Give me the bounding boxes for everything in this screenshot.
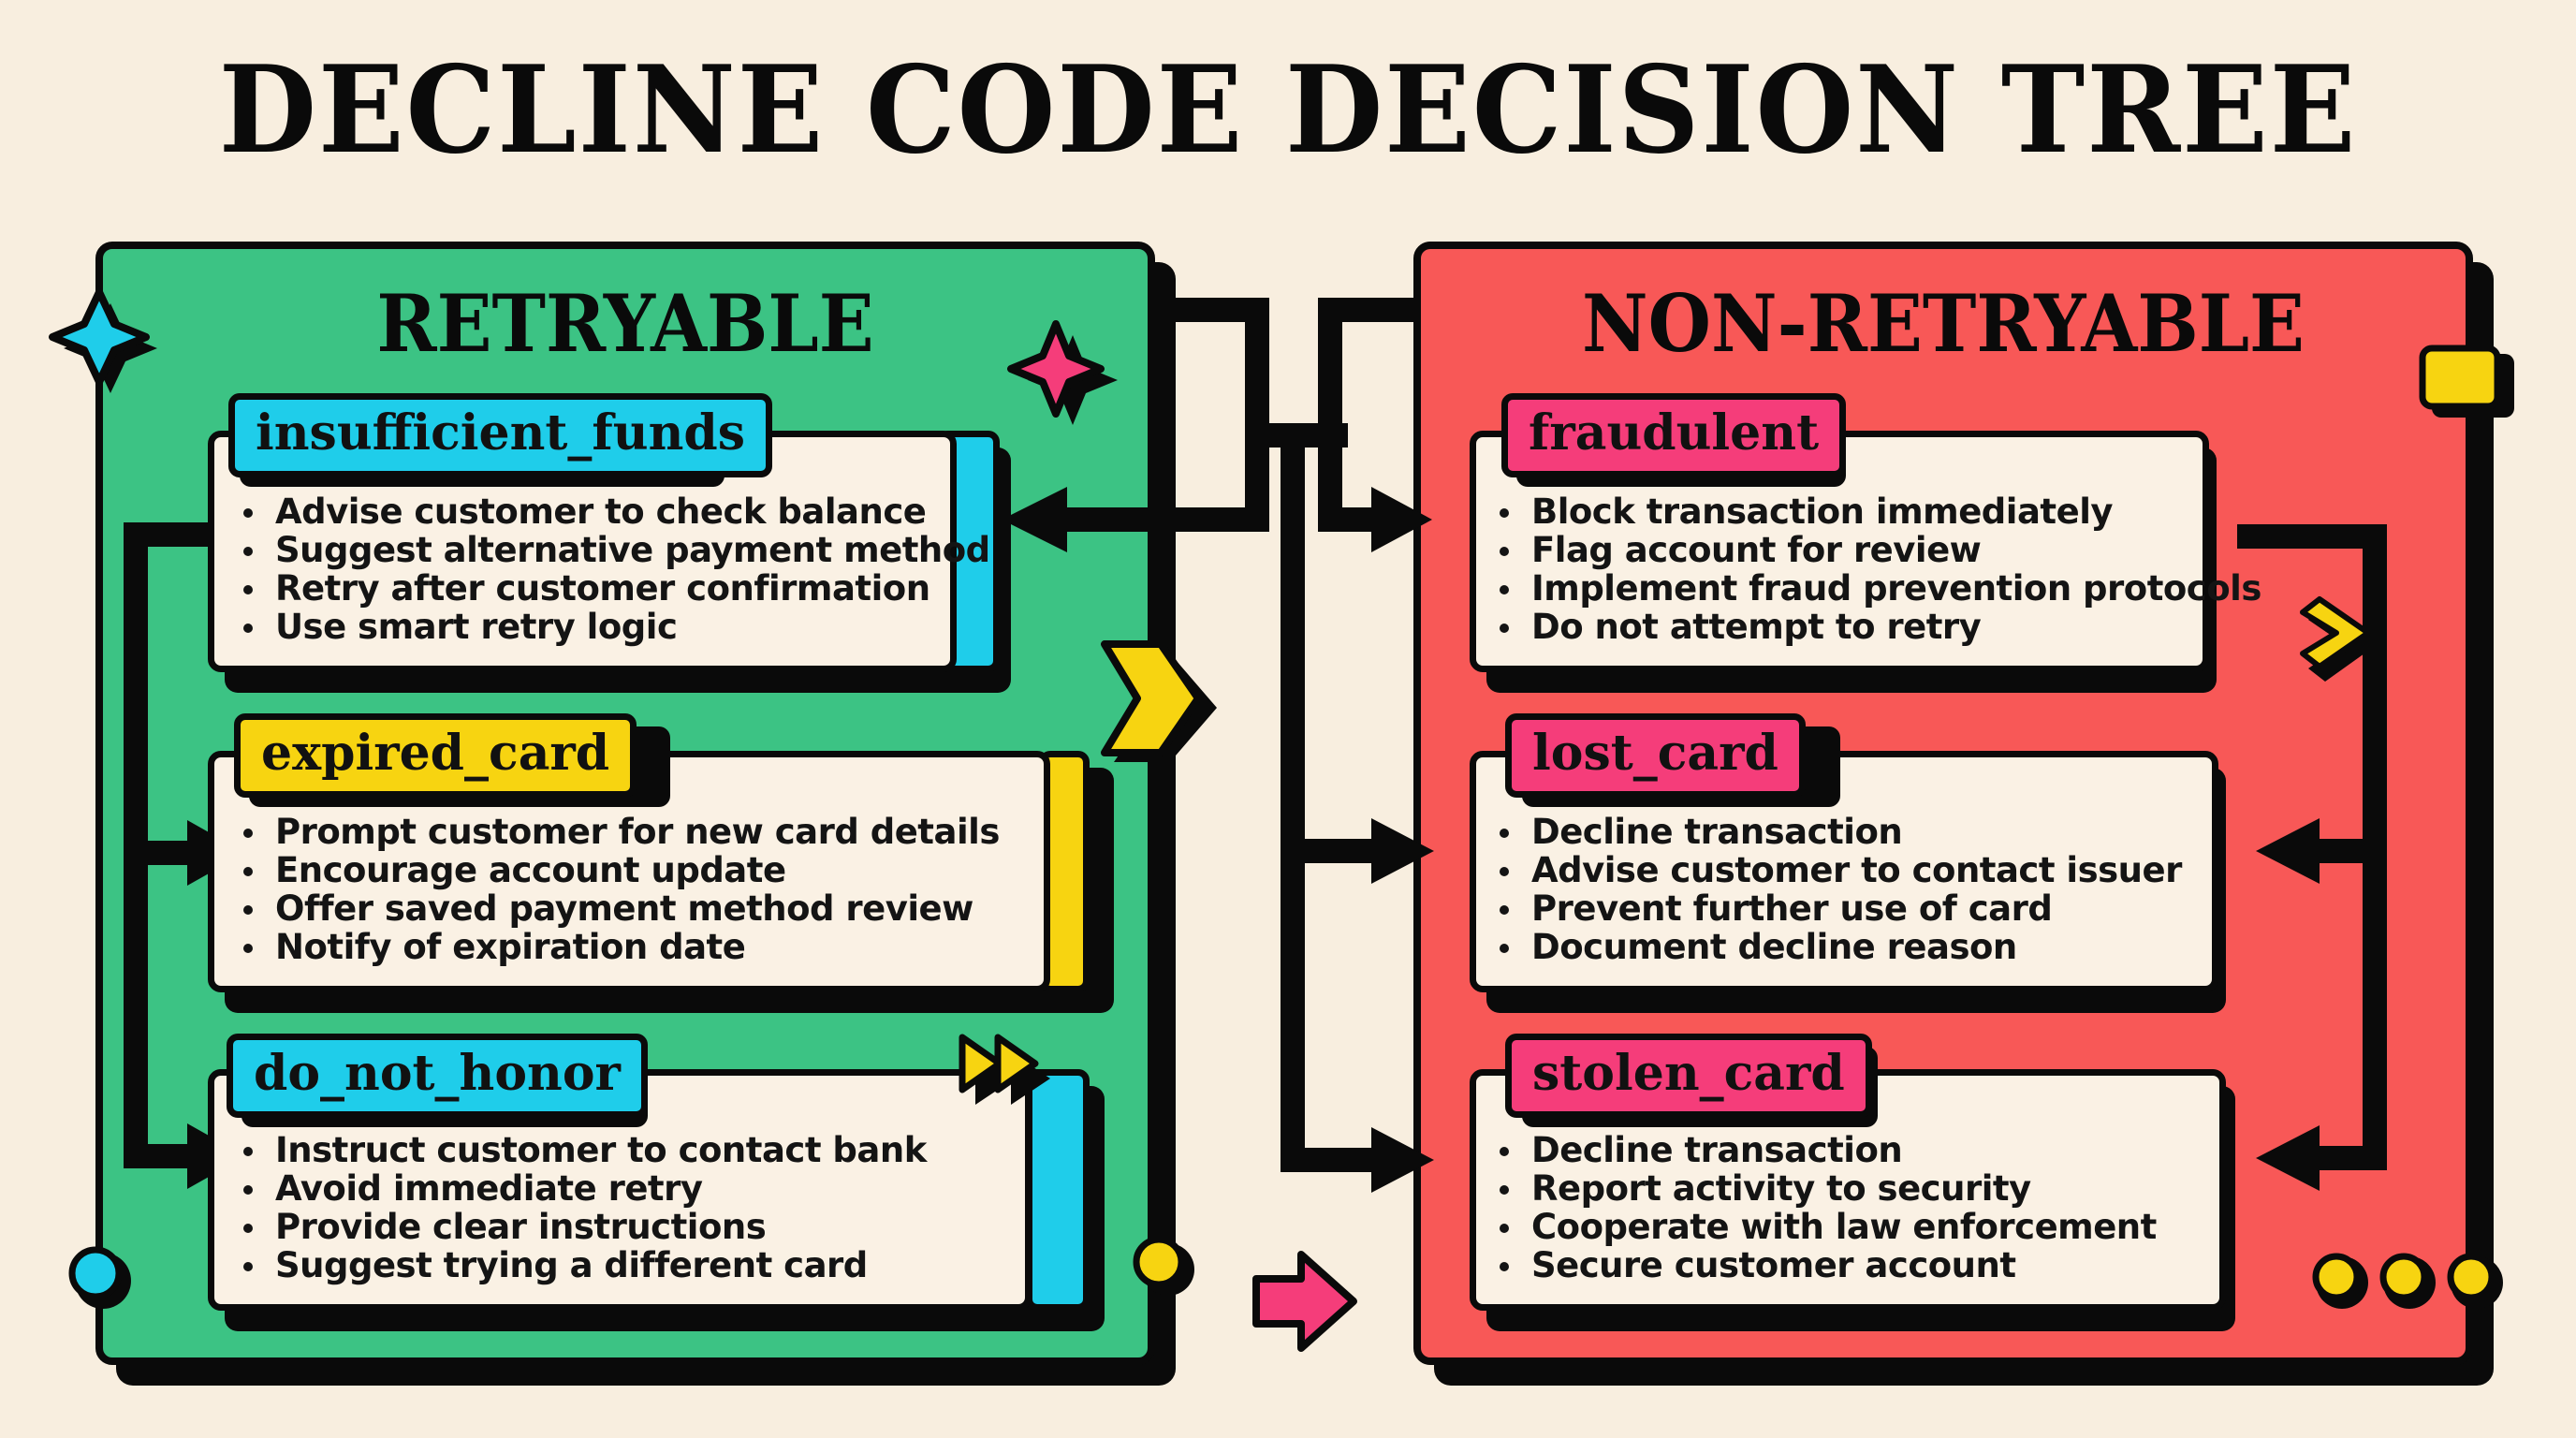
action-item: Suggest trying a different card [240, 1246, 927, 1284]
action-list: Decline transaction Advise customer to c… [1496, 813, 2182, 966]
page-title: DECLINE CODE DECISION TREE [218, 40, 2358, 181]
action-item: Cooperate with law enforcement [1496, 1208, 2157, 1246]
retryable-heading: RETRYABLE [376, 277, 874, 370]
code-tag: fraudulent [1501, 393, 1847, 477]
action-item: Document decline reason [1496, 928, 2182, 966]
action-list: Instruct customer to contact bank Avoid … [240, 1131, 927, 1284]
action-list: Block transaction immediately Flag accou… [1496, 492, 2261, 646]
action-item: Retry after customer confirmation [240, 569, 990, 608]
action-item: Do not attempt to retry [1496, 608, 2261, 646]
non-retryable-heading: NON-RETRYABLE [1582, 277, 2305, 370]
action-item: Secure customer account [1496, 1246, 2157, 1284]
code-tag: stolen_card [1505, 1034, 1872, 1118]
action-item: Decline transaction [1496, 813, 2182, 851]
action-item: Notify of expiration date [240, 928, 1000, 966]
action-item: Avoid immediate retry [240, 1169, 927, 1208]
action-item: Encourage account update [240, 851, 1000, 889]
action-list: Prompt customer for new card details Enc… [240, 813, 1000, 966]
code-tag: lost_card [1505, 713, 1806, 798]
action-item: Instruct customer to contact bank [240, 1131, 927, 1169]
code-tag: do_not_honor [227, 1034, 648, 1118]
action-item: Report activity to security [1496, 1169, 2157, 1208]
action-item: Provide clear instructions [240, 1208, 927, 1246]
action-list: Advise customer to check balance Suggest… [240, 492, 990, 646]
code-tag: insufficient_funds [228, 393, 773, 477]
action-item: Advise customer to check balance [240, 492, 990, 531]
action-item: Suggest alternative payment method [240, 531, 990, 569]
card-accent-bar [1026, 1069, 1090, 1311]
action-item: Decline transaction [1496, 1131, 2157, 1169]
code-tag: expired_card [234, 713, 637, 798]
action-item: Advise customer to contact issuer [1496, 851, 2182, 889]
action-item: Offer saved payment method review [240, 889, 1000, 928]
action-item: Prompt customer for new card details [240, 813, 1000, 851]
action-item: Prevent further use of card [1496, 889, 2182, 928]
action-item: Implement fraud prevention protocols [1496, 569, 2261, 608]
arrow-right-icon [1252, 1251, 1357, 1352]
action-list: Decline transaction Report activity to s… [1496, 1131, 2157, 1284]
action-item: Block transaction immediately [1496, 492, 2261, 531]
action-item: Flag account for review [1496, 531, 2261, 569]
action-item: Use smart retry logic [240, 608, 990, 646]
